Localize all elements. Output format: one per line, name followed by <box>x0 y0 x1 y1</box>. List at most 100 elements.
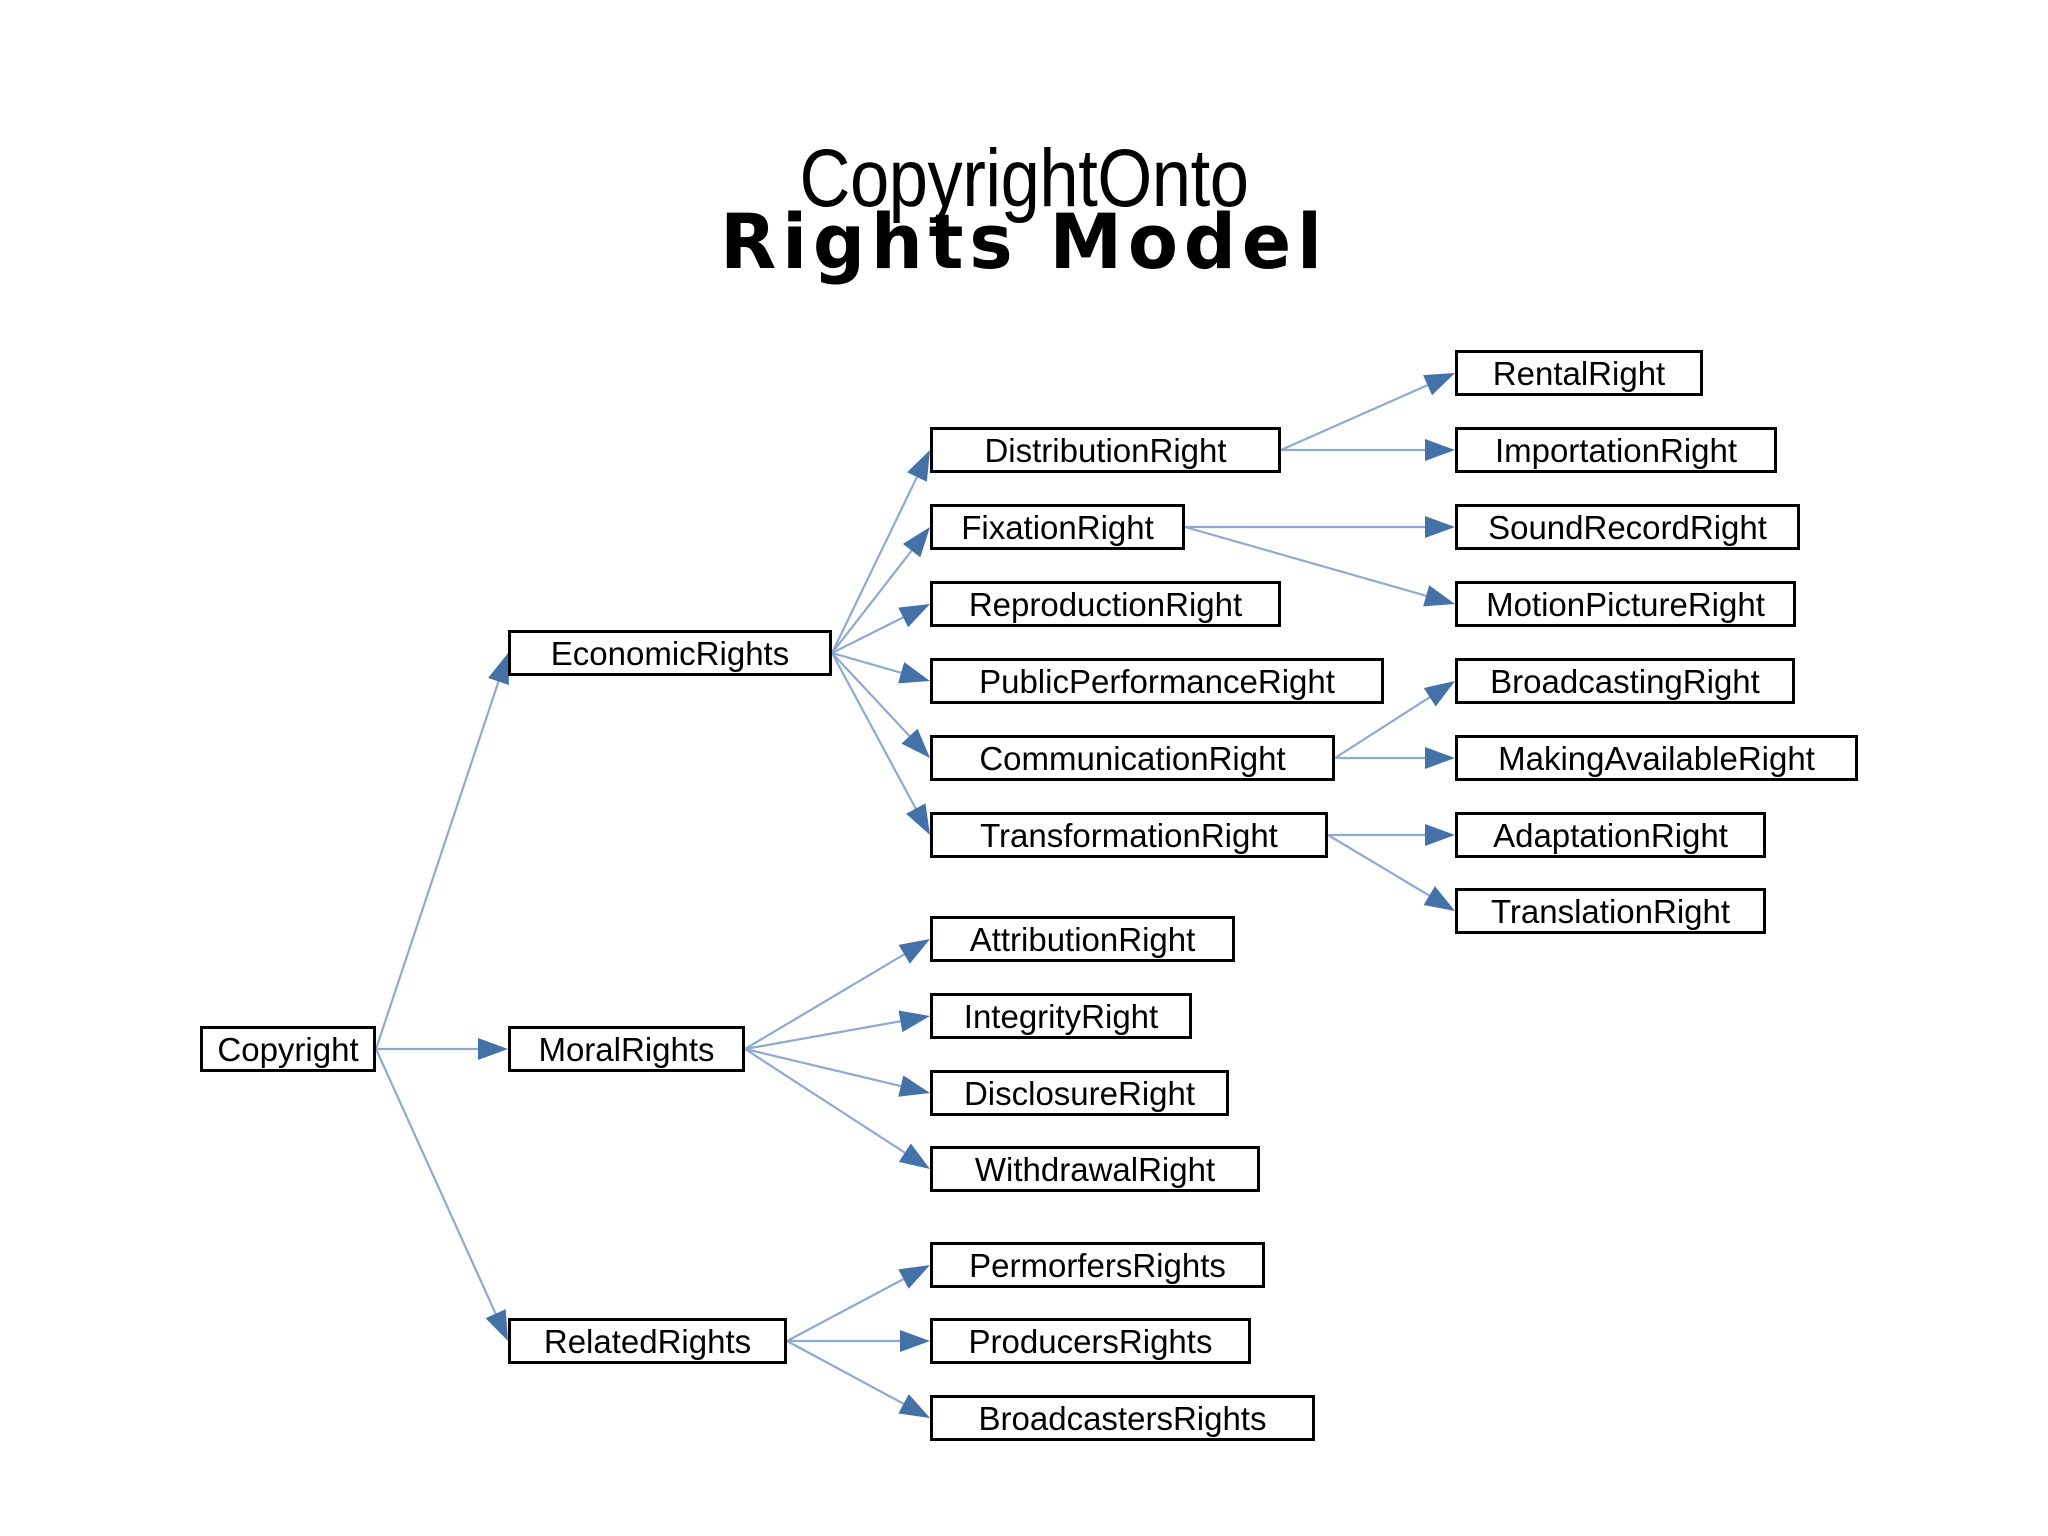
node-label: MotionPictureRight <box>1486 585 1765 623</box>
edge-arrowhead-icon <box>1425 824 1455 846</box>
node-copyright[interactable]: Copyright <box>200 1026 376 1072</box>
edge-arrowhead-icon <box>485 1309 508 1341</box>
edge-distribution-right-to-rental-right <box>1280 373 1455 452</box>
edge-arrowhead-icon <box>488 653 509 685</box>
node-adaptation-right[interactable]: AdaptationRight <box>1455 812 1766 858</box>
edge-copyright-to-related-rights <box>374 1048 508 1341</box>
edge-related-rights-to-broadcasters-rights <box>786 1340 930 1418</box>
node-withdrawal-right[interactable]: WithdrawalRight <box>930 1146 1260 1192</box>
node-moral-rights[interactable]: MoralRights <box>508 1026 745 1072</box>
edge-communication-right-to-making-available-right <box>1335 747 1455 769</box>
node-label: RentalRight <box>1492 354 1666 392</box>
node-reproduction-right[interactable]: ReproductionRight <box>930 581 1281 627</box>
node-broadcasters-rights[interactable]: BroadcastersRights <box>930 1395 1315 1441</box>
edge-line <box>1334 696 1431 759</box>
node-label: Copyright <box>217 1030 359 1068</box>
edge-arrowhead-icon <box>1425 516 1455 538</box>
node-related-rights[interactable]: RelatedRights <box>508 1318 787 1364</box>
node-importation-right[interactable]: ImportationRight <box>1455 427 1777 473</box>
node-label: EconomicRights <box>550 634 790 672</box>
node-label: WithdrawalRight <box>974 1150 1216 1188</box>
edge-arrowhead-icon <box>898 1143 930 1169</box>
node-label: SoundRecordRight <box>1488 508 1767 546</box>
edge-arrowhead-icon <box>901 728 930 758</box>
node-label: MakingAvailableRight <box>1498 739 1815 777</box>
node-integrity-right[interactable]: IntegrityRight <box>930 993 1192 1039</box>
node-public-performance-right[interactable]: PublicPerformanceRight <box>930 658 1384 704</box>
edge-transformation-right-to-translation-right <box>1327 834 1455 911</box>
edge-line <box>831 616 904 654</box>
edge-economic-rights-to-transformation-right <box>831 652 930 835</box>
edge-economic-rights-to-fixation-right <box>831 527 930 654</box>
edge-arrowhead-icon <box>1425 747 1455 769</box>
node-label: CommunicationRight <box>979 739 1286 777</box>
node-permorfers-rights[interactable]: PermorfersRights <box>930 1242 1265 1288</box>
edge-economic-rights-to-public-performance-right <box>831 651 930 684</box>
edge-related-rights-to-permorfers-rights <box>786 1265 930 1342</box>
edge-moral-rights-to-attribution-right <box>744 939 930 1050</box>
edge-line <box>744 1048 906 1154</box>
node-label: PublicPerformanceRight <box>979 662 1335 700</box>
edge-copyright-to-economic-rights <box>374 653 509 1050</box>
node-attribution-right[interactable]: AttributionRight <box>930 916 1235 962</box>
node-making-available-right[interactable]: MakingAvailableRight <box>1455 735 1858 781</box>
edge-line <box>831 550 913 654</box>
edge-communication-right-to-broadcasting-right <box>1334 681 1455 759</box>
edge-arrowhead-icon <box>1423 373 1455 396</box>
node-broadcasting-right[interactable]: BroadcastingRight <box>1455 658 1795 704</box>
node-producers-rights[interactable]: ProducersRights <box>930 1318 1251 1364</box>
node-label: DistributionRight <box>984 431 1227 469</box>
edge-arrowhead-icon <box>1423 585 1455 607</box>
edge-arrowhead-icon <box>898 939 930 964</box>
node-label: FixationRight <box>961 508 1154 546</box>
node-label: DisclosureRight <box>963 1074 1196 1112</box>
edge-arrowhead-icon <box>898 662 930 684</box>
edge-economic-rights-to-distribution-right <box>831 450 930 654</box>
edge-moral-rights-to-integrity-right <box>744 1010 930 1051</box>
node-label: ReproductionRight <box>968 585 1243 623</box>
edge-arrowhead-icon <box>1423 886 1455 911</box>
node-label: RelatedRights <box>543 1322 752 1360</box>
edge-transformation-right-to-adaptation-right <box>1328 824 1455 846</box>
node-label: IntegrityRight <box>963 997 1159 1035</box>
node-translation-right[interactable]: TranslationRight <box>1455 888 1766 934</box>
edge-line <box>831 651 902 674</box>
edge-line <box>831 652 911 737</box>
edge-arrowhead-icon <box>898 1075 930 1097</box>
edge-fixation-right-to-motion-picture-right <box>1184 525 1455 607</box>
edge-distribution-right-to-importation-right <box>1281 439 1455 461</box>
node-transformation-right[interactable]: TransformationRight <box>930 812 1328 858</box>
edge-arrowhead-icon <box>1425 439 1455 461</box>
edge-arrowhead-icon <box>900 1330 930 1352</box>
edge-arrowhead-icon <box>898 1394 930 1418</box>
node-economic-rights[interactable]: EconomicRights <box>508 630 832 676</box>
edge-moral-rights-to-withdrawal-right <box>744 1048 930 1169</box>
edge-line <box>744 1047 902 1088</box>
node-label: PermorfersRights <box>969 1246 1226 1284</box>
edge-line <box>1184 525 1427 597</box>
edge-line <box>744 1020 901 1051</box>
edge-line <box>831 652 917 810</box>
edge-line <box>786 1340 905 1405</box>
node-sound-record-right[interactable]: SoundRecordRight <box>1455 504 1800 550</box>
node-disclosure-right[interactable]: DisclosureRight <box>930 1070 1229 1116</box>
node-fixation-right[interactable]: FixationRight <box>930 504 1185 550</box>
node-rental-right[interactable]: RentalRight <box>1455 350 1703 396</box>
edge-line <box>831 476 918 654</box>
node-label: TranslationRight <box>1490 892 1731 930</box>
edge-copyright-to-moral-rights <box>376 1038 508 1060</box>
node-communication-right[interactable]: CommunicationRight <box>930 735 1335 781</box>
node-label: AdaptationRight <box>1493 816 1728 854</box>
edge-arrowhead-icon <box>906 803 930 835</box>
edge-arrowhead-icon <box>907 450 930 482</box>
node-motion-picture-right[interactable]: MotionPictureRight <box>1455 581 1796 627</box>
node-label: TransformationRight <box>980 816 1278 854</box>
edge-economic-rights-to-communication-right <box>831 652 930 758</box>
edge-economic-rights-to-reproduction-right <box>831 604 930 654</box>
node-label: MoralRights <box>538 1030 715 1068</box>
edge-line <box>1280 384 1429 452</box>
edge-fixation-right-to-sound-record-right <box>1185 516 1455 538</box>
node-distribution-right[interactable]: DistributionRight <box>930 427 1281 473</box>
